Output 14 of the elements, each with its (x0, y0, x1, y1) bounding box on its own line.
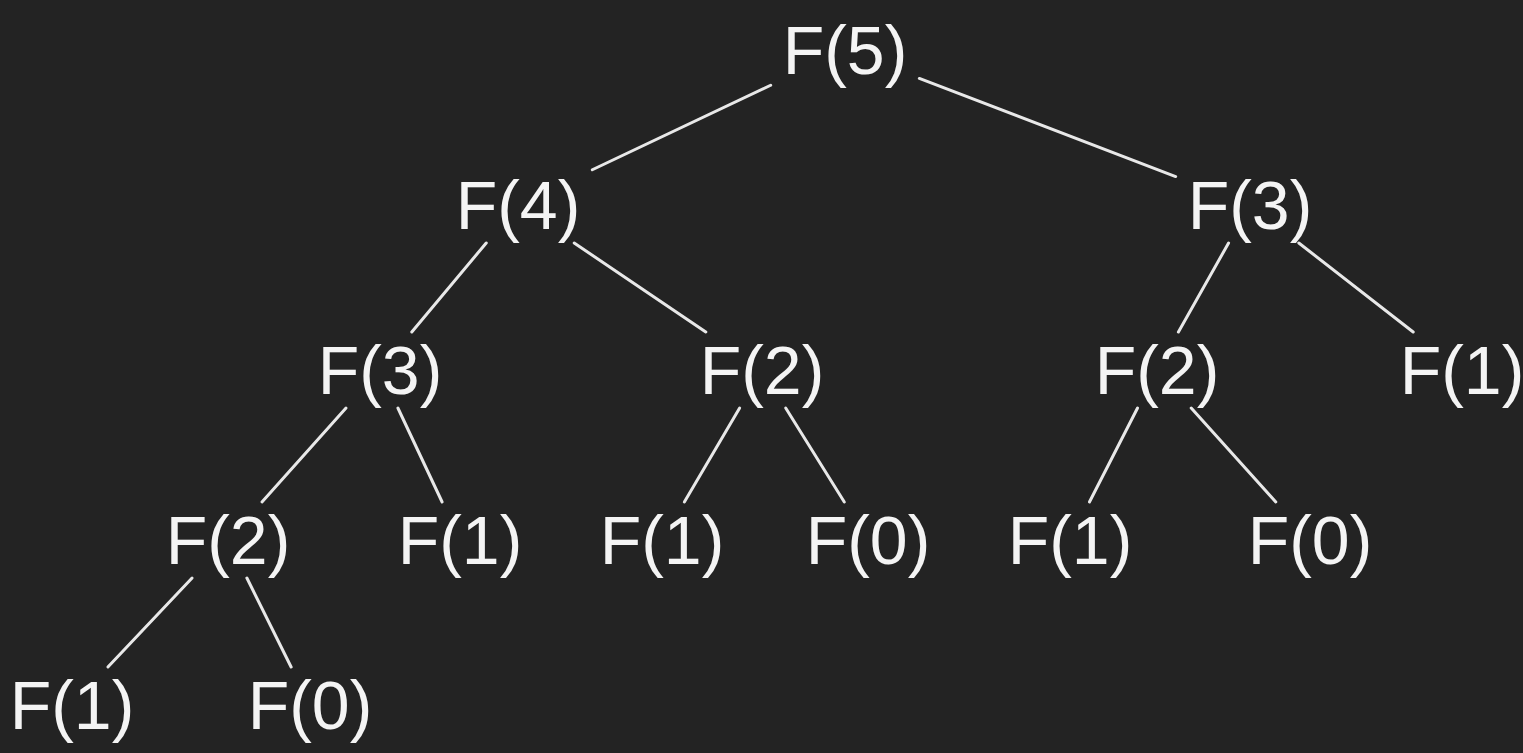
tree-branch-line (396, 406, 444, 504)
tree-branch-line (410, 241, 488, 334)
tree-branch-line (917, 76, 1178, 179)
tree-branch-line (590, 83, 773, 172)
tree-branch-line (1189, 406, 1278, 504)
tree-branch-line (245, 576, 293, 669)
tree-branch-line (1176, 241, 1231, 334)
tree-branch-line (572, 241, 708, 334)
tree-branch-line (106, 576, 194, 669)
tree-branch-line (1297, 241, 1415, 334)
tree-branch-line (682, 406, 742, 504)
tree-branch-line (260, 406, 348, 504)
tree-branch-line (784, 406, 846, 504)
tree-branch-line (1087, 406, 1140, 504)
